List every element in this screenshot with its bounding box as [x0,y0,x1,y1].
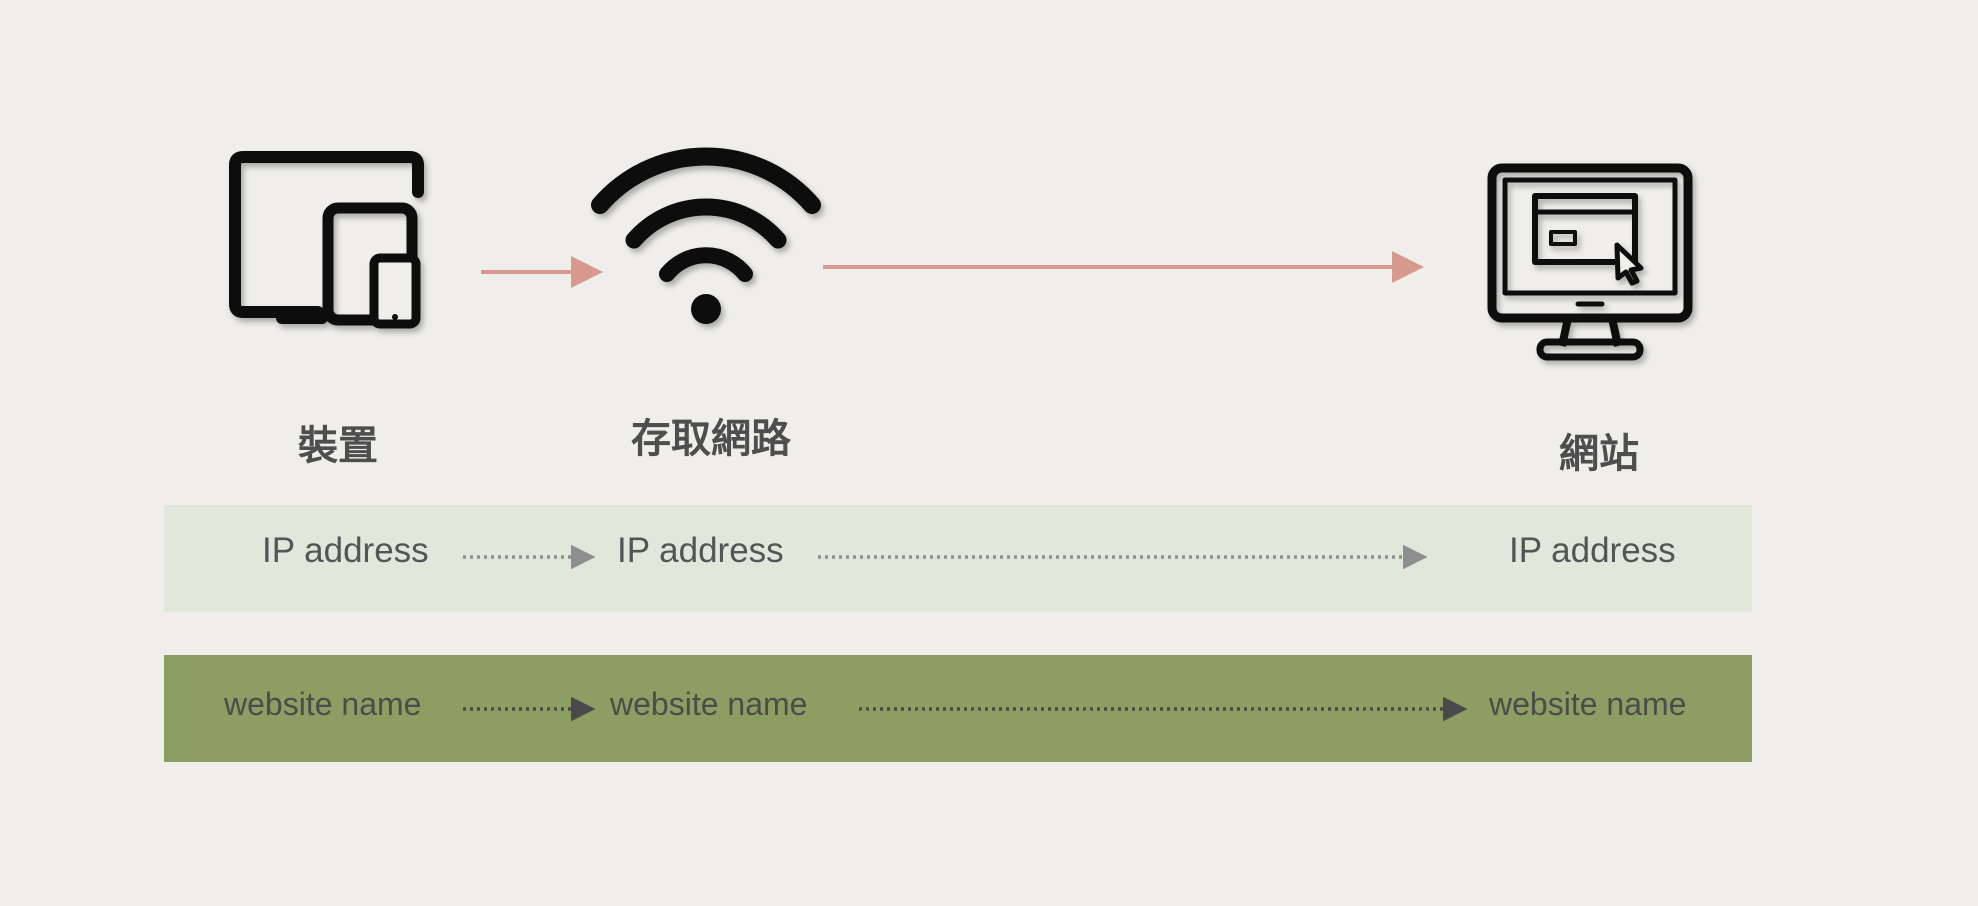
ip-address-device: IP address [262,531,429,570]
devices-icon [229,151,424,329]
device-label: 裝置 [298,423,378,469]
ip-address-website: IP address [1509,531,1676,570]
ip-address-network: IP address [617,531,784,570]
website-label: 網站 [1559,431,1639,477]
website-name-network: website name [610,686,808,722]
network-label: 存取網路 [631,416,791,462]
wifi-icon [591,147,821,324]
website-name-website: website name [1489,686,1687,722]
monitor-browser-icon [1487,163,1693,361]
website-name-device: website name [224,686,422,722]
